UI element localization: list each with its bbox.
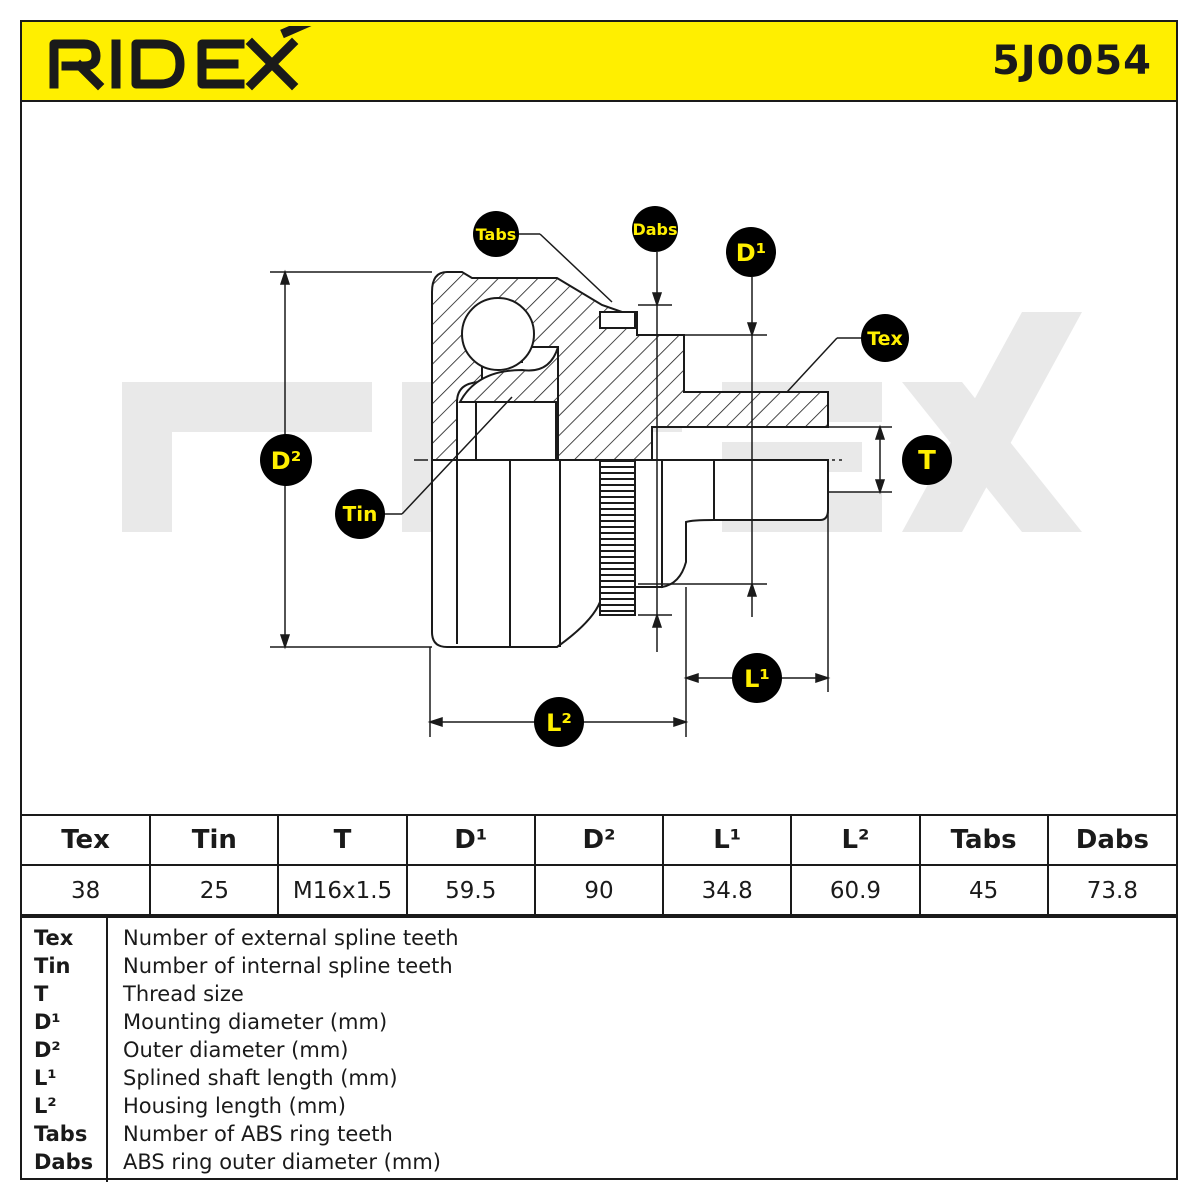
value-l1: 34.8 bbox=[662, 864, 793, 918]
callout-l1: L¹ bbox=[732, 653, 782, 703]
legend-key: Tex bbox=[34, 926, 74, 950]
dimension-lines bbox=[270, 233, 892, 737]
value-tex: 38 bbox=[22, 864, 152, 918]
header-tabs: Tabs bbox=[918, 814, 1049, 866]
callout-t-label: T bbox=[918, 446, 936, 476]
legend-key: T bbox=[34, 982, 49, 1006]
callout-dabs: Dabs bbox=[632, 206, 678, 252]
header-d1: D¹ bbox=[405, 814, 536, 866]
legend-item: D¹ Mounting diameter (mm) bbox=[22, 1008, 1176, 1036]
callout-tin: Tin bbox=[335, 489, 385, 539]
legend-desc: Number of external spline teeth bbox=[123, 926, 459, 950]
spec-table-value-row: 38 25 M16x1.5 59.5 90 34.8 60.9 45 73.8 bbox=[22, 864, 1176, 918]
value-dabs: 73.8 bbox=[1046, 864, 1176, 918]
value-t: M16x1.5 bbox=[277, 864, 408, 918]
callout-d2-label: D² bbox=[271, 447, 301, 475]
value-tabs: 45 bbox=[918, 864, 1049, 918]
callout-d1: D¹ bbox=[726, 227, 776, 277]
callout-l2-label: L² bbox=[546, 709, 572, 737]
legend-item: Tex Number of external spline teeth bbox=[22, 924, 1176, 952]
header-l1: L¹ bbox=[662, 814, 793, 866]
legend: Tex Number of external spline teeth Tin … bbox=[22, 914, 1176, 1182]
legend-desc: Thread size bbox=[123, 982, 244, 1006]
legend-desc: Number of ABS ring teeth bbox=[123, 1122, 393, 1146]
callout-tex: Tex bbox=[861, 314, 909, 362]
legend-key: Tabs bbox=[34, 1122, 88, 1146]
value-tin: 25 bbox=[149, 864, 280, 918]
legend-desc: ABS ring outer diameter (mm) bbox=[123, 1150, 441, 1174]
value-d2: 90 bbox=[533, 864, 665, 918]
part-number: 5J0054 bbox=[991, 38, 1152, 84]
ridex-logo bbox=[49, 26, 312, 91]
datasheet-frame: 5J0054 bbox=[20, 20, 1178, 1182]
header-bar: 5J0054 bbox=[22, 22, 1176, 102]
header-d2: D² bbox=[533, 814, 665, 866]
legend-item: T Thread size bbox=[22, 980, 1176, 1008]
legend-key: L² bbox=[34, 1094, 57, 1118]
legend-item: Dabs ABS ring outer diameter (mm) bbox=[22, 1148, 1176, 1176]
callout-tin-label: Tin bbox=[343, 502, 378, 526]
callout-l1-label: L¹ bbox=[744, 665, 770, 693]
spec-table-header-row: Tex Tin T D¹ D² L¹ L² Tabs Dabs bbox=[22, 814, 1176, 866]
legend-key: Tin bbox=[34, 954, 71, 978]
header-t: T bbox=[277, 814, 408, 866]
legend-desc: Splined shaft length (mm) bbox=[123, 1066, 398, 1090]
legend-key: D² bbox=[34, 1038, 61, 1062]
header-dabs: Dabs bbox=[1046, 814, 1176, 866]
value-l2: 60.9 bbox=[790, 864, 921, 918]
legend-key: D¹ bbox=[34, 1010, 61, 1034]
legend-desc: Outer diameter (mm) bbox=[123, 1038, 349, 1062]
header-tex: Tex bbox=[22, 814, 152, 866]
callout-tex-label: Tex bbox=[867, 328, 903, 350]
legend-item: D² Outer diameter (mm) bbox=[22, 1036, 1176, 1064]
header-l2: L² bbox=[790, 814, 921, 866]
legend-item: Tabs Number of ABS ring teeth bbox=[22, 1120, 1176, 1148]
legend-desc: Housing length (mm) bbox=[123, 1094, 346, 1118]
legend-key: L¹ bbox=[34, 1066, 57, 1090]
callout-l2: L² bbox=[534, 697, 584, 747]
callout-t: T bbox=[902, 435, 952, 485]
callout-dabs-label: Dabs bbox=[632, 220, 677, 239]
legend-desc: Mounting diameter (mm) bbox=[123, 1010, 388, 1034]
callout-tabs-label: Tabs bbox=[476, 225, 517, 244]
housing-body bbox=[431, 459, 829, 648]
technical-drawing: Tabs Dabs D¹ Tex T D² bbox=[22, 102, 1176, 814]
callout-tabs: Tabs bbox=[473, 211, 519, 257]
legend-key: Dabs bbox=[34, 1150, 94, 1174]
legend-item: Tin Number of internal spline teeth bbox=[22, 952, 1176, 980]
legend-divider bbox=[106, 916, 108, 1182]
callout-d1-label: D¹ bbox=[736, 239, 766, 267]
value-d1: 59.5 bbox=[405, 864, 536, 918]
legend-item: L¹ Splined shaft length (mm) bbox=[22, 1064, 1176, 1092]
callout-d2: D² bbox=[260, 434, 312, 486]
spec-table: Tex Tin T D¹ D² L¹ L² Tabs Dabs 38 25 M1… bbox=[22, 814, 1176, 918]
legend-item: L² Housing length (mm) bbox=[22, 1092, 1176, 1120]
header-tin: Tin bbox=[149, 814, 280, 866]
housing-section bbox=[431, 271, 829, 461]
legend-desc: Number of internal spline teeth bbox=[123, 954, 453, 978]
